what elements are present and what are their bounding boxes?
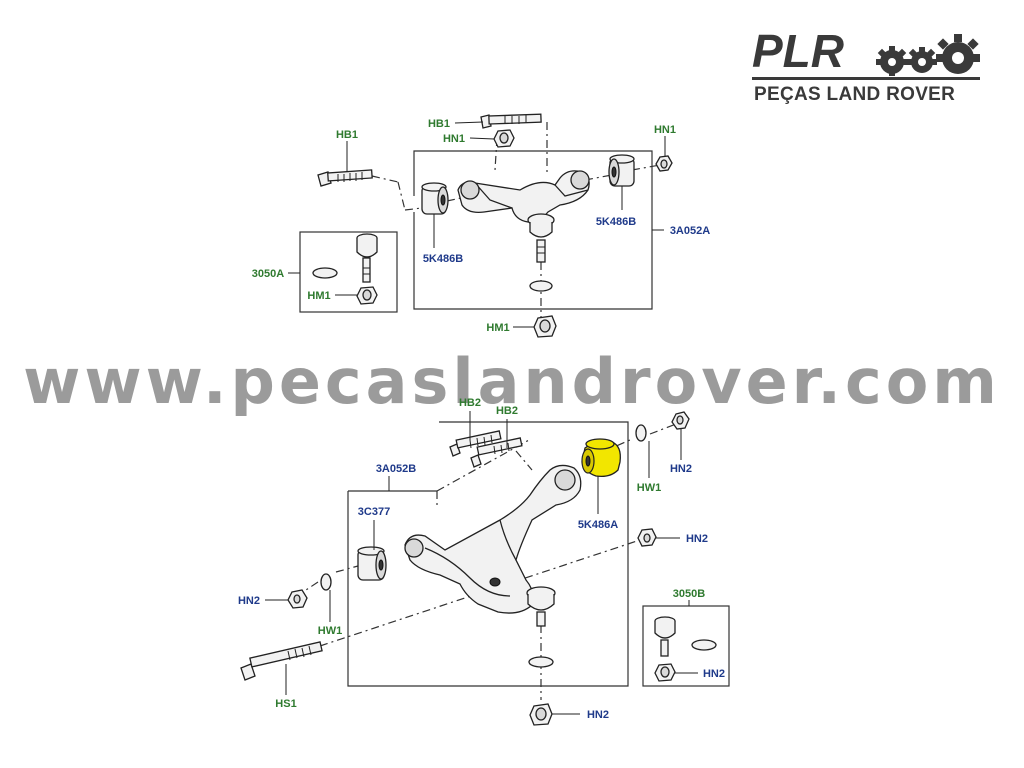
logo-divider: [752, 77, 980, 80]
lower-circlip: [528, 656, 554, 668]
label-hm1-kit: HM1: [307, 290, 330, 302]
lower-guide-e: [649, 423, 677, 435]
label-lower-arm: 3A052B: [376, 463, 416, 475]
logo-title: PLR: [752, 25, 844, 77]
bolt-hb1-left: [317, 169, 373, 187]
leader-hn1-top: [469, 137, 495, 140]
label-hw1-right: HW1: [637, 482, 661, 494]
washer-hw1-right: [635, 424, 647, 442]
label-upper-arm: 3A052A: [670, 225, 710, 237]
upper-axis-line-a: [371, 175, 399, 183]
leader-hb1-top: [454, 121, 484, 124]
washer-hw1-left: [320, 573, 332, 591]
upper-control-arm: [457, 170, 590, 263]
label-bush-left: 5K486B: [423, 253, 463, 265]
upper-axis-line-b: [397, 181, 406, 211]
nut-hn2-top-right: [671, 411, 690, 430]
lower-balljoint-kit-frame: [642, 605, 730, 687]
nut-hn2-bottom: [529, 703, 553, 726]
label-hn2-top-right: HN2: [670, 463, 692, 475]
label-hn1-top: HN1: [443, 133, 465, 145]
lower-control-arm: [404, 464, 582, 627]
bolt-hb1-top: [480, 113, 542, 129]
label-hn2-kit: HN2: [703, 668, 725, 680]
label-3050b: 3050B: [673, 588, 705, 600]
upper-circlip: [529, 280, 553, 292]
label-3050a: 3050A: [252, 268, 284, 280]
label-hn2-left: HN2: [238, 595, 260, 607]
lower-guide-c: [515, 450, 533, 471]
label-5k486a: 5K486A: [578, 519, 618, 531]
nut-hn2-mid-right: [637, 528, 657, 547]
bush-5k486a: [581, 438, 621, 478]
upper-balljoint: [356, 233, 378, 283]
lower-guide-g: [305, 581, 319, 591]
upper-kit-circlip: [312, 267, 338, 279]
nut-hm1-bottom: [533, 315, 557, 338]
plr-logo: PLR PEÇAS: [752, 28, 984, 108]
bolt-hb2-b: [470, 437, 523, 468]
label-hn1-right: HN1: [654, 124, 676, 136]
nut-hn1-top: [493, 129, 515, 148]
nut-hn2-left: [287, 589, 308, 609]
label-hb1-top: HB1: [428, 118, 450, 130]
bush-3c377: [357, 546, 387, 581]
lower-balljoint: [654, 616, 676, 657]
label-bush-right: 5K486B: [596, 216, 636, 228]
lower-arm-frame: [347, 421, 629, 687]
label-3c377: 3C377: [358, 506, 390, 518]
bolt-hb2-a: [449, 430, 502, 457]
watermark-url: www.pecaslandrover.com: [23, 345, 1001, 418]
label-hn2-mid-right: HN2: [686, 533, 708, 545]
upper-axis-line-f: [631, 164, 661, 171]
nut-hm1-kit: [356, 286, 378, 305]
label-hn2-bottom: HN2: [587, 709, 609, 721]
label-hb1-left: HB1: [336, 129, 358, 141]
bush-5k486b-right: [608, 154, 635, 187]
gears-icon: [876, 34, 980, 76]
lower-assembly: HB2 HB2 3A052B 3C377 5K486A HN2 HW1 HN2 …: [238, 397, 730, 726]
label-hm1-bottom: HM1: [486, 322, 509, 334]
label-hb2-a: HB2: [459, 397, 481, 409]
label-hw1-left: HW1: [318, 625, 342, 637]
label-hb2-b: HB2: [496, 405, 518, 417]
label-hs1: HS1: [275, 698, 296, 710]
upper-assembly: HB1 HB1 HN1 HN1 5K486B 5K486B 3A052A 305…: [252, 113, 710, 338]
lower-guide-f: [335, 565, 359, 573]
nut-hn2-kit: [654, 663, 676, 682]
upper-balljoint-kit-frame: [299, 231, 398, 313]
bush-5k486b-left: [421, 182, 449, 215]
lower-kit-circlip: [691, 639, 717, 651]
logo-subtitle: PEÇAS LAND ROVER: [754, 84, 956, 105]
bolt-hs1: [240, 641, 323, 681]
nut-hn1-right: [655, 155, 673, 172]
